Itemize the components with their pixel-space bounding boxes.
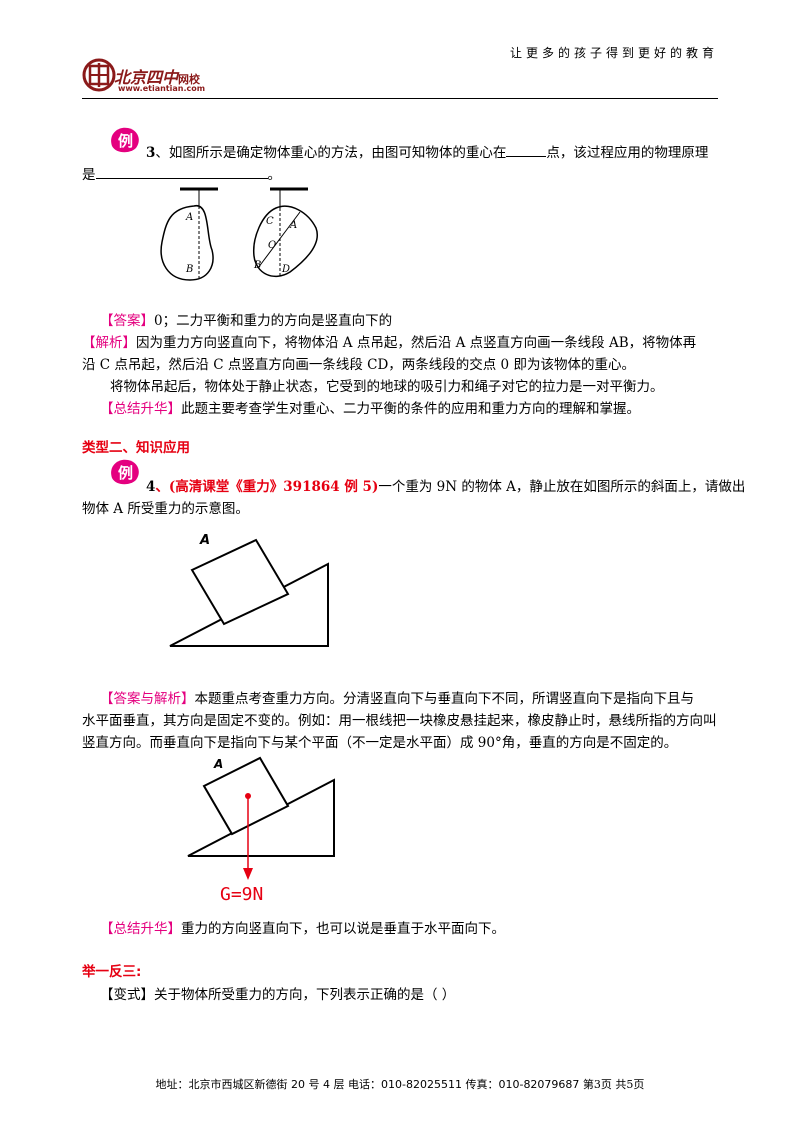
svg-text:A: A [199, 533, 210, 548]
section-heading-2: 类型二、知识应用 [82, 440, 190, 456]
gravity-answer-figure: A G=9N [187, 756, 335, 905]
svg-text:B: B [253, 260, 261, 271]
svg-text:例: 例 [118, 132, 133, 150]
school-logo-icon [82, 58, 116, 92]
answer-4-line2: 水平面垂直，其方向是固定不变的。例如：用一根线把一块橡皮悬挂起来，橡皮静止时，悬… [82, 713, 717, 729]
q3-line1: 3、如图所示是确定物体重心的方法，由图可知物体的重心在点，该过程应用的物理原理 [146, 145, 709, 161]
analysis-3-line1: 【解析】因为重力方向竖直向下，将物体沿 A 点吊起，然后沿 A 点竖直方向画一条… [82, 335, 697, 351]
summary-3: 【总结升华】此题主要考查学生对重心、二力平衡的条件的应用和重力方向的理解和掌握。 [100, 401, 640, 417]
answer-4-line1: 【答案与解析】本题重点考查重力方向。分清竖直向下与垂直向下不同，所谓竖直向下是指… [100, 691, 694, 707]
logo-url: www.etiantian.com [118, 84, 206, 93]
svg-text:例: 例 [118, 464, 133, 482]
analysis-3-line2: 沿 C 点吊起，然后沿 C 点竖直方向画一条线段 CD，两条线段的交点 0 即为… [82, 357, 635, 373]
section-heading-3: 举一反三: [82, 964, 142, 980]
svg-text:B: B [185, 264, 193, 275]
svg-text:A: A [289, 220, 297, 231]
answer-3: 【答案】0；二力平衡和重力的方向是竖直向下的 [100, 313, 393, 329]
center-of-gravity-figure: A B C A O B D [160, 187, 319, 281]
analysis-3-line3: 将物体吊起后，物体处于静止状态，它受到的地球的吸引力和绳子对它的拉力是一对平衡力… [110, 379, 664, 395]
svg-text:D: D [281, 264, 290, 275]
svg-text:O: O [268, 240, 276, 251]
q4-line1: 4、(高清课堂《重力》391864 例 5)一个重为 9N 的物体 A，静止放在… [146, 479, 746, 495]
svg-text:A: A [185, 212, 193, 223]
header-slogan: 让更多的孩子得到更好的教育 [509, 46, 718, 60]
variant-question: 【变式】关于物体所受重力的方向，下列表示正确的是（ ） [100, 987, 456, 1003]
example-badge-icon: 例 [111, 459, 139, 485]
answer-4-line3: 竖直方向。而垂直向下是指向下与某个平面（不一定是水平面）成 90°角，垂直的方向… [82, 735, 678, 751]
q4-line2: 物体 A 所受重力的示意图。 [82, 501, 249, 517]
footer: 地址：北京市西城区新德街 20 号 4 层 电话：010-82025511 传真… [155, 1078, 645, 1091]
header-divider [82, 98, 718, 99]
svg-text:A: A [213, 757, 223, 771]
summary-4: 【总结升华】重力的方向竖直向下，也可以说是垂直于水平面向下。 [100, 921, 505, 937]
svg-text:C: C [266, 216, 274, 227]
incline-figure: A [169, 533, 329, 647]
q3-line2: 是。 [82, 167, 281, 183]
force-label: G=9N [220, 884, 263, 905]
example-badge-icon: 例 [111, 127, 139, 153]
logo-name: 北京四中网校 [114, 68, 201, 87]
